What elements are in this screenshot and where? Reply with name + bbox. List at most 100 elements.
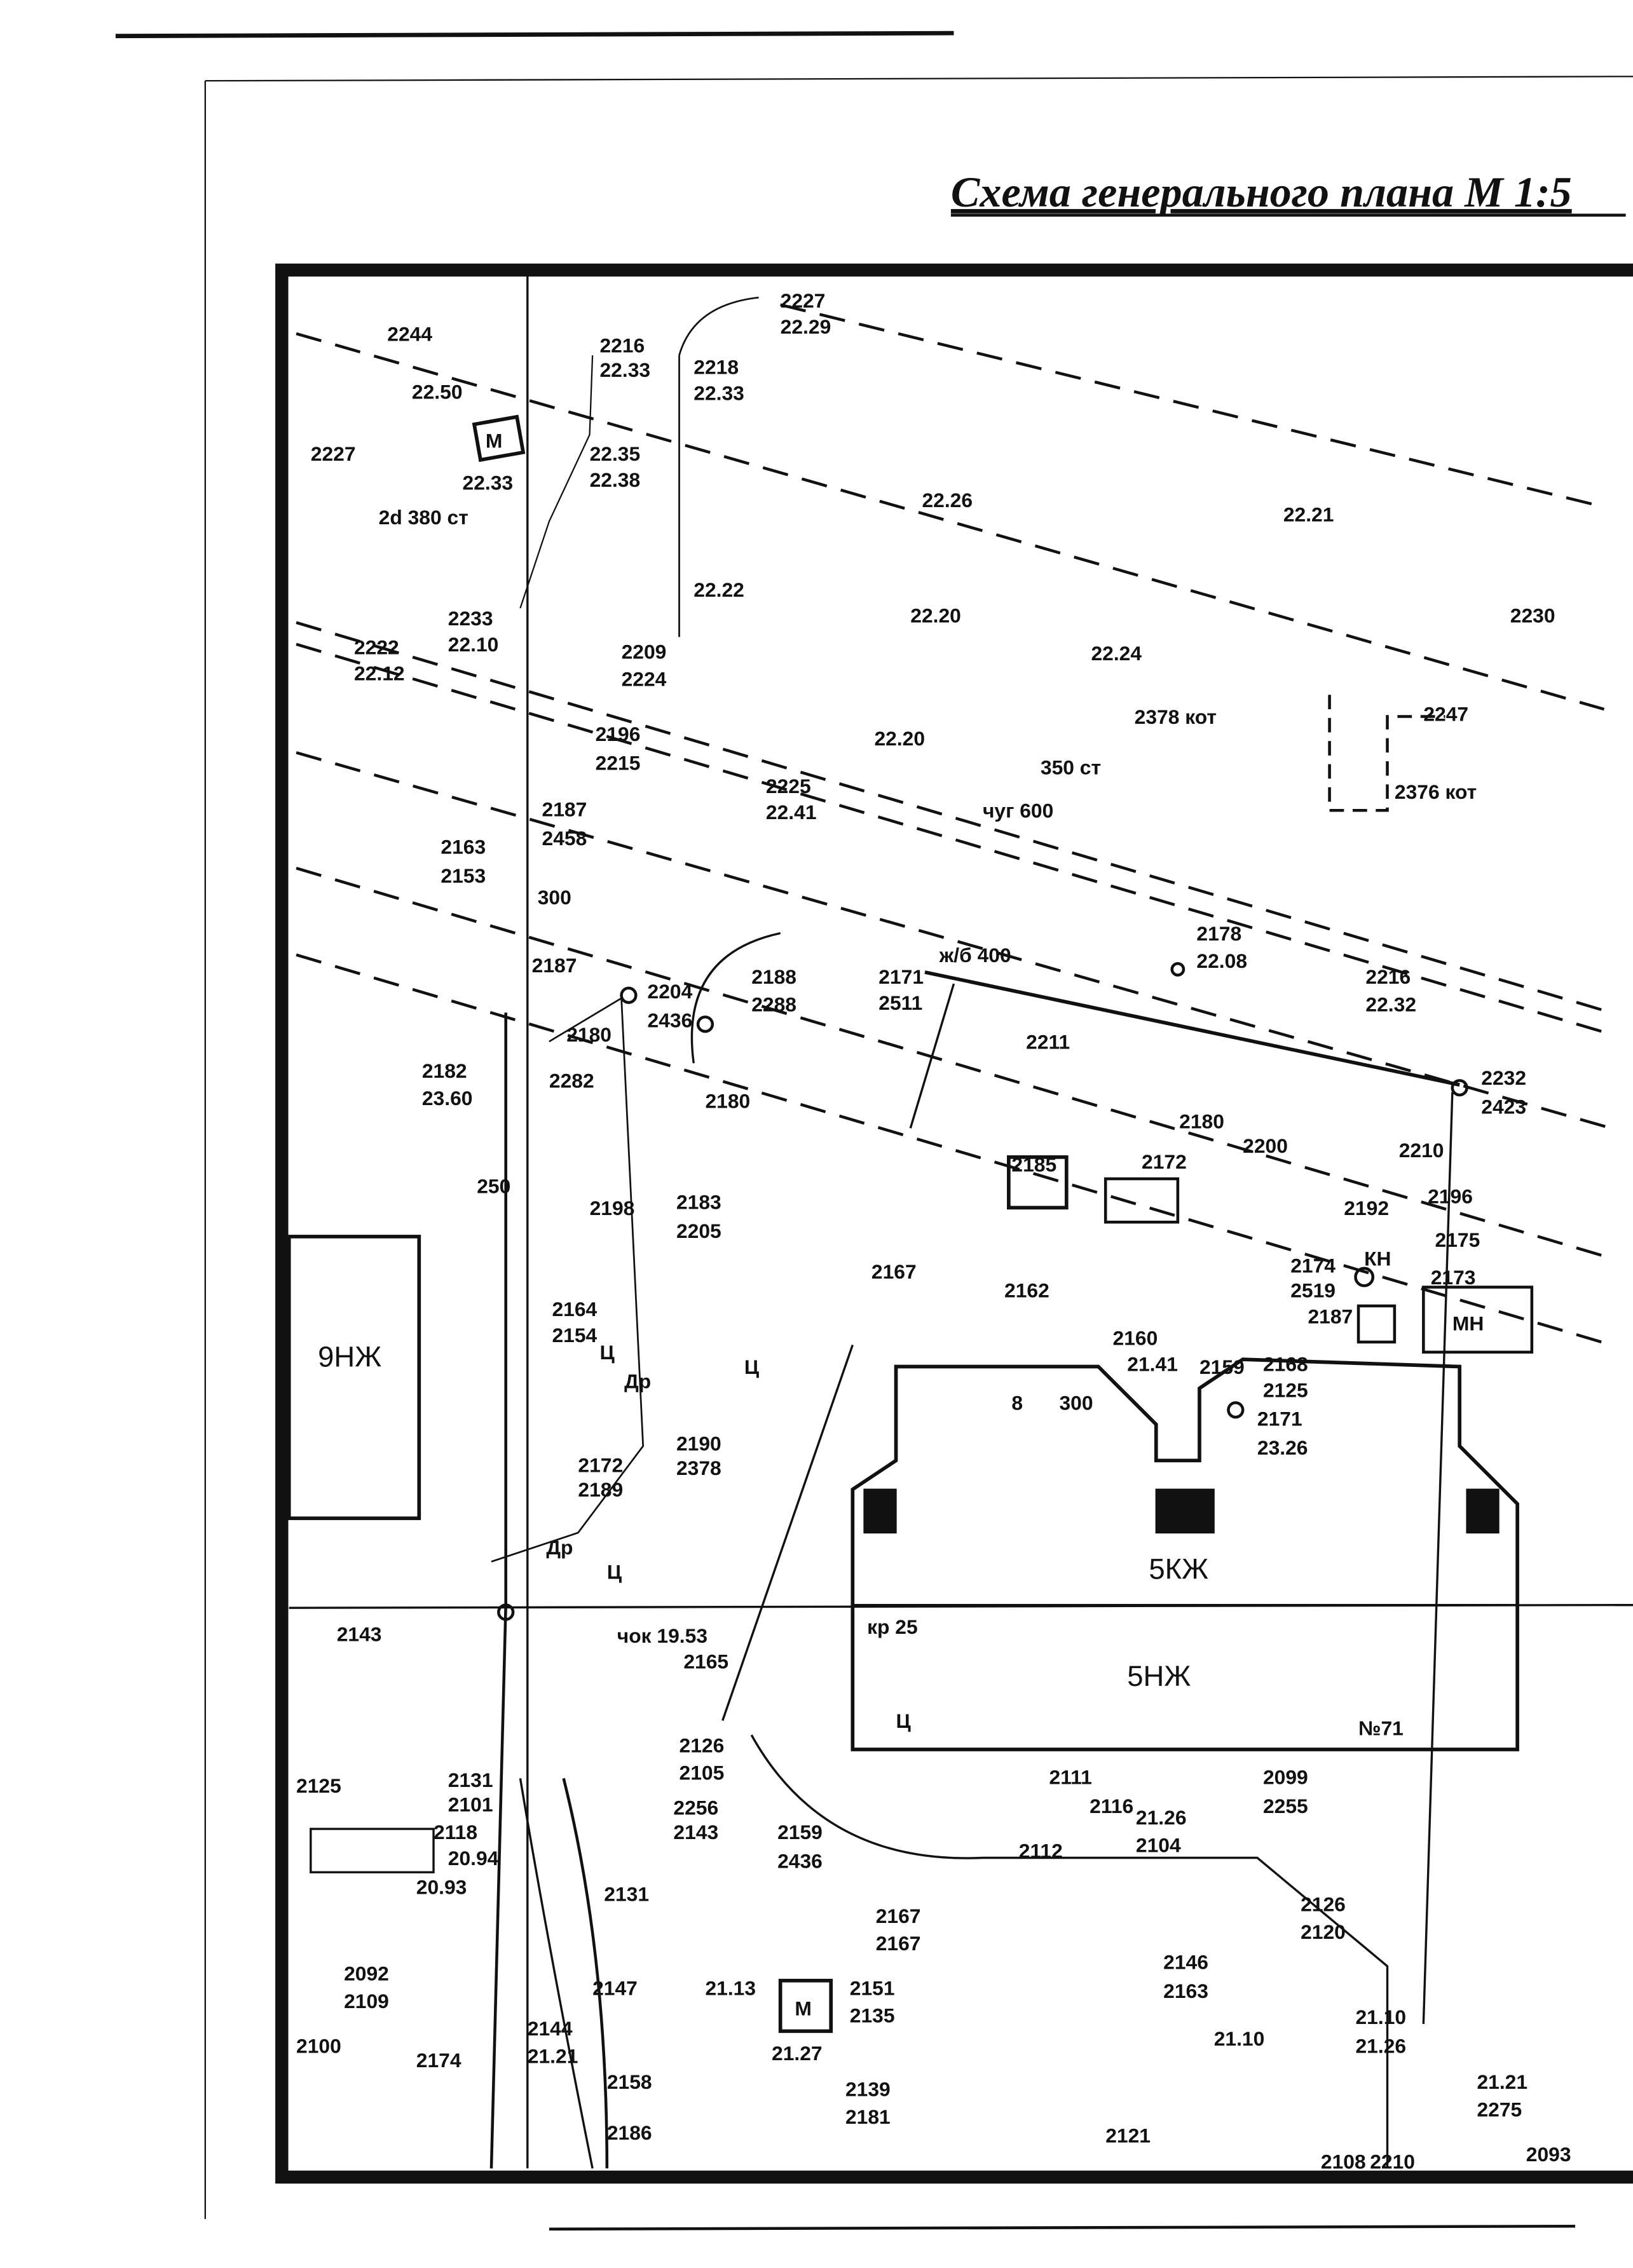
elevation-label: 21.10 xyxy=(1214,2027,1265,2050)
elevation-label: 22.33 xyxy=(463,472,514,494)
elevation-label: 2181 xyxy=(845,2105,891,2128)
top-scan-line xyxy=(115,31,954,39)
elevation-label: 2168 xyxy=(1263,1352,1308,1375)
elevation-label: 2167 xyxy=(876,1932,921,1955)
elevation-label: 22.38 xyxy=(590,468,641,491)
elevation-label: 2174 xyxy=(416,2049,461,2072)
elevation-label: 2108 xyxy=(1321,2150,1366,2173)
elevation-label: Ц xyxy=(896,1709,911,1732)
elevation-label: 2187 xyxy=(542,798,587,820)
elevation-label: 2198 xyxy=(590,1197,635,1219)
elevation-label: 2222 xyxy=(354,636,399,659)
elevation-label: 2151 xyxy=(850,1976,895,1999)
elevation-label: Др xyxy=(546,1536,573,1559)
building-label-9nzh: 9НЖ xyxy=(318,1341,381,1373)
building-5kzh xyxy=(851,1357,1519,1751)
elevation-label: 2423 xyxy=(1481,1096,1526,1118)
elevation-label: 22.32 xyxy=(1365,993,1416,1015)
elevation-label: 2163 xyxy=(1163,1979,1208,2002)
elevation-label: 21.26 xyxy=(1136,1806,1187,1829)
elevation-label: 2216 xyxy=(599,334,645,357)
elevation-label: 8 xyxy=(1011,1392,1023,1415)
elevation-label: 2105 xyxy=(680,1762,725,1784)
elevation-label: 2227 xyxy=(781,289,826,312)
elevation-label: 2171 xyxy=(878,965,924,988)
elevation-label: 2230 xyxy=(1510,604,1555,627)
elevation-label: 2160 xyxy=(1113,1326,1158,1349)
elevation-label: 2163 xyxy=(441,835,486,858)
elevation-label: 2376 кот xyxy=(1395,780,1477,803)
elevation-label: 2159 xyxy=(777,1821,823,1844)
building-label-5nzh: 5НЖ xyxy=(1127,1660,1191,1692)
elevation-label: 2511 xyxy=(878,991,922,1014)
drawing-frame xyxy=(275,263,1633,2184)
elevation-label: 300 xyxy=(538,886,571,909)
elevation-label: 2275 xyxy=(1477,2098,1522,2121)
elevation-label: 22.35 xyxy=(590,442,641,465)
elevation-label: 2172 xyxy=(1142,1150,1187,1173)
elevation-label: 2436 xyxy=(777,1849,823,1872)
elevation-label: 20.93 xyxy=(416,1875,467,1898)
elevation-label: 2190 xyxy=(676,1432,721,1455)
elevation-label: 2458 xyxy=(542,827,587,850)
elevation-label: 2172 xyxy=(578,1453,623,1476)
elevation-label: 22.29 xyxy=(781,315,831,338)
elevation-label: 2182 xyxy=(422,1059,467,1082)
elevation-label: 2139 xyxy=(845,2078,891,2101)
building-9nzh xyxy=(287,1235,421,1521)
elevation-label: 2187 xyxy=(1308,1305,1353,1328)
elevation-label: 20.94 xyxy=(448,1847,499,1870)
elevation-label: 2178 xyxy=(1196,922,1241,945)
elevation-label: 22.12 xyxy=(354,662,405,685)
elevation-label: 300 xyxy=(1059,1392,1093,1415)
elevation-label: 2126 xyxy=(1301,1893,1346,1916)
elevation-label: 2153 xyxy=(441,864,486,887)
elevation-label: 2154 xyxy=(552,1324,597,1347)
elevation-label: 22.24 xyxy=(1091,642,1142,665)
elevation-label: 2196 xyxy=(596,723,641,745)
elevation-label: 21.10 xyxy=(1355,2006,1406,2028)
elevation-label: 21.26 xyxy=(1355,2034,1406,2057)
elevation-label: 2244 xyxy=(387,322,432,345)
elevation-label: 2188 xyxy=(751,965,796,988)
elevation-label: 22.08 xyxy=(1196,949,1247,972)
elevation-label: 2186 xyxy=(607,2121,652,2144)
elevation-label: 2104 xyxy=(1136,1833,1181,1856)
elevation-label: 2144 xyxy=(528,2017,573,2040)
elevation-label: 2111 xyxy=(1049,1766,1092,1789)
elevation-label: Ц xyxy=(599,1341,614,1364)
elevation-label: 2183 xyxy=(676,1191,721,1214)
elevation-label: 23.60 xyxy=(422,1087,473,1110)
elevation-label: 2436 xyxy=(648,1008,693,1031)
elevation-label: 2174 xyxy=(1290,1254,1336,1277)
elevation-label: 2173 xyxy=(1431,1266,1476,1289)
elevation-label: 2185 xyxy=(1011,1153,1056,1176)
building-label-m: М xyxy=(486,430,503,452)
elevation-label: кр 25 xyxy=(867,1615,918,1638)
elevation-label: 2d 380 ст xyxy=(379,506,468,529)
elevation-label: 2256 xyxy=(673,1796,718,1819)
elevation-label: 2210 xyxy=(1399,1139,1444,1162)
elevation-label: 22.20 xyxy=(910,604,961,627)
elevation-label: №71 xyxy=(1358,1716,1404,1739)
building-label-mn: МН xyxy=(1452,1312,1484,1335)
elevation-label: 2224 xyxy=(622,668,667,691)
building-label-kn: КН xyxy=(1364,1247,1391,1270)
elevation-label: 2282 xyxy=(549,1069,594,1092)
elevation-label: 22.22 xyxy=(694,578,744,601)
elevation-label: 2162 xyxy=(1004,1279,1049,1301)
elevation-label: 2180 xyxy=(1179,1110,1224,1132)
elevation-label: Др xyxy=(624,1370,651,1393)
elevation-label: 2125 xyxy=(1263,1378,1308,1401)
elevation-label: 2093 xyxy=(1526,2143,1571,2166)
elevation-label: 2167 xyxy=(871,1260,917,1283)
elevation-label: 2101 xyxy=(448,1793,493,1816)
elevation-label: 2109 xyxy=(344,1990,389,2013)
elevation-label: 2135 xyxy=(850,2004,895,2027)
elevation-label: 22.20 xyxy=(874,727,925,750)
elevation-label: 2225 xyxy=(766,775,811,798)
elevation-label: 2211 xyxy=(1026,1030,1070,1053)
elevation-label: ж/б 400 xyxy=(939,944,1011,967)
elevation-label: 22.33 xyxy=(599,358,650,381)
